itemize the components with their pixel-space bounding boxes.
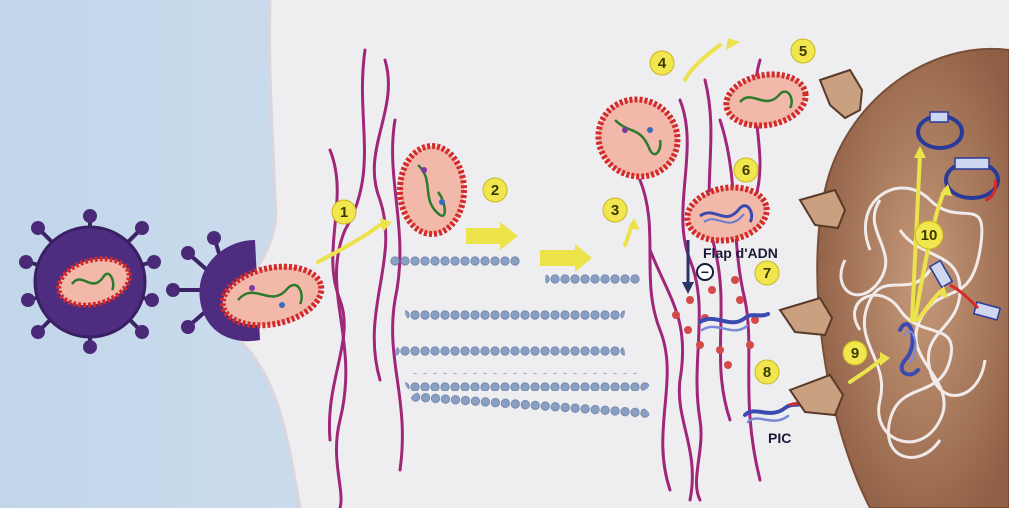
microtubule — [395, 344, 625, 362]
step-number-2: 2 — [491, 182, 499, 199]
step-number-10: 10 — [921, 227, 938, 244]
step-number-7: 7 — [763, 265, 771, 282]
flap-minus-sign: − — [701, 264, 709, 280]
step-number-1: 1 — [340, 204, 348, 221]
step-number-6: 6 — [742, 162, 750, 179]
microtubule — [390, 251, 520, 269]
flap-label: Flap d'ADN — [703, 245, 778, 261]
step-number-4: 4 — [658, 55, 667, 72]
hiv-virion — [19, 209, 161, 354]
pic-label: PIC — [768, 430, 791, 446]
microtubule — [405, 373, 650, 391]
step-number-3: 3 — [611, 202, 619, 219]
capsid — [400, 146, 464, 234]
microtubule — [405, 303, 625, 321]
step-number-8: 8 — [763, 364, 771, 381]
step-number-9: 9 — [851, 345, 859, 362]
microtubule — [545, 270, 640, 288]
step-number-5: 5 — [799, 43, 807, 60]
